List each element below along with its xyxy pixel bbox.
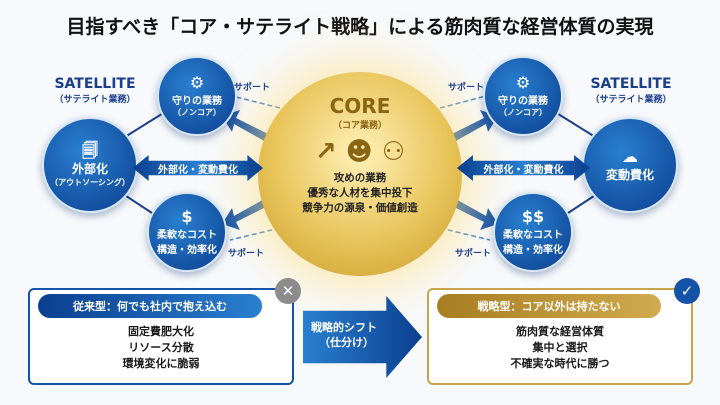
circle-sub: 構造・効率化: [157, 245, 217, 256]
support-label: サポート: [455, 249, 492, 259]
circle-sub: （ノンコア）: [499, 108, 547, 117]
circle-title: 柔軟なコスト: [157, 230, 217, 241]
core-title: CORE: [329, 94, 391, 118]
circle-sub: 構造・効率化: [503, 245, 563, 256]
cloud-icon: ☁: [622, 146, 638, 166]
circle-title: 変動費化: [605, 167, 654, 182]
right-defense-circle: ⚙ 守りの業務 （ノンコア）: [483, 56, 563, 136]
page-title: 目指すべき「コア・サテライト戦略」による筋肉質な経営体質の実現: [66, 16, 654, 38]
satellite-jp: （サテライト業務）: [590, 95, 672, 105]
check-icon: ✓: [674, 278, 700, 304]
document-icon: 🗐: [82, 141, 98, 160]
box-line: 固定費肥大化: [128, 325, 194, 338]
core-line: 優秀な人材を集中投下: [307, 187, 413, 199]
circle-sub: （アウトソーシング）: [50, 178, 130, 187]
satellite-en: SATELLITE: [54, 76, 136, 92]
strategic-box: 戦略型：コア以外は持たない 筋肉質な経営体質 集中と選択 不確実な時代に勝つ: [427, 288, 693, 385]
arrow-label: 外部化・変動費化: [158, 164, 238, 176]
satellite-label-left: SATELLITE （サテライト業務）: [40, 76, 150, 105]
support-label: サポート: [228, 249, 265, 259]
right-variable-circle: ☁ 変動費化: [582, 117, 678, 213]
circle-title: 柔軟なコスト: [503, 230, 563, 241]
gears-icon: ⚙: [189, 73, 205, 92]
growth-brain-team-icon: ↗ ☻ ⚇: [314, 137, 406, 167]
circle-title: 外部化: [71, 162, 108, 176]
support-label: サポート: [448, 83, 485, 93]
box-line: 集中と選択: [532, 341, 588, 354]
strategic-header: 戦略型：コア以外は持たない: [437, 294, 661, 318]
circle-sub: （ノンコア）: [173, 108, 221, 117]
core-circle: CORE （コア業務） ↗ ☻ ⚇ 攻めの業務 優秀な人材を集中投下 競争力の源…: [258, 72, 462, 276]
gears-icon: ⚙: [515, 73, 531, 92]
money-bags-icon: $$: [521, 207, 545, 226]
shift-line: （仕分け）: [319, 336, 374, 349]
traditional-header: 従来型：何でも社内で抱え込む: [38, 294, 262, 318]
x-icon: ✕: [275, 278, 301, 304]
left-defense-circle: ⚙ 守りの業務 （ノンコア）: [157, 56, 237, 136]
left-outsource-circle: 🗐 外部化 （アウトソーシング）: [42, 117, 138, 213]
shift-line: 戦略的シフト: [311, 321, 377, 334]
core-line: 競争力の源泉・価値創造: [302, 202, 418, 214]
box-line: 筋肉質な経営体質: [516, 325, 604, 338]
arrow-label: 外部化・変動費化: [483, 164, 564, 176]
traditional-box: 従来型：何でも社内で抱え込む 固定費肥大化 リソース分散 環境変化に脆弱: [28, 288, 294, 385]
circle-title: 守りの業務: [498, 96, 548, 107]
circle-title: 守りの業務: [172, 96, 222, 107]
satellite-en: SATELLITE: [590, 76, 672, 92]
support-label: サポート: [234, 83, 271, 93]
core-line: 攻めの業務: [333, 172, 387, 184]
box-line: 環境変化に脆弱: [122, 357, 200, 370]
right-cost-circle: $$ 柔軟なコスト 構造・効率化: [493, 192, 573, 272]
box-line: リソース分散: [128, 341, 194, 354]
satellite-label-right: SATELLITE （サテライト業務）: [576, 76, 686, 105]
core-subtitle: （コア業務）: [332, 121, 387, 131]
left-cost-circle: $ 柔軟なコスト 構造・効率化: [147, 192, 227, 272]
satellite-jp: （サテライト業務）: [54, 95, 136, 105]
money-bag-icon: $: [181, 207, 193, 226]
box-line: 不確実な時代に勝つ: [510, 357, 610, 370]
